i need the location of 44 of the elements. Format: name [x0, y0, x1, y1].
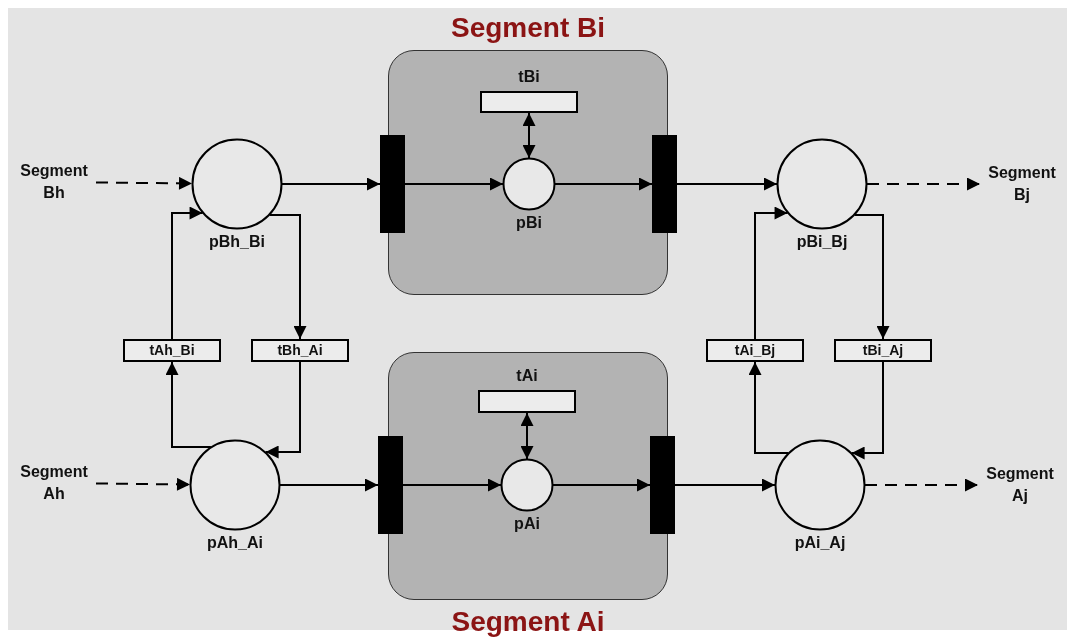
- arrow: [404, 177, 504, 191]
- segment-label: Segment Bj: [980, 162, 1064, 206]
- transition-box: tAi_Bj: [706, 339, 804, 362]
- arrow: [754, 206, 789, 340]
- arrow: [748, 361, 790, 454]
- double-headed-arrow: [522, 112, 536, 159]
- double-headed-arrow: [520, 412, 534, 460]
- place-label: pAi: [513, 514, 541, 534]
- arrow: [676, 177, 778, 191]
- arrow: [864, 478, 979, 492]
- transition-bar: [650, 436, 675, 534]
- place-label: pBi: [515, 213, 543, 233]
- place-label: pBh_Bi: [208, 232, 266, 252]
- transition-label: tBi: [517, 67, 541, 87]
- arrow: [674, 478, 776, 492]
- transition-box: tBh_Ai: [251, 339, 349, 362]
- arrow: [866, 177, 981, 191]
- arrow: [554, 177, 653, 191]
- arrow: [95, 477, 191, 491]
- arrow: [264, 361, 301, 459]
- transition-label: tAi: [515, 366, 539, 386]
- arrow: [165, 361, 212, 448]
- segment-heading: Segment Ai: [450, 606, 606, 637]
- arrow: [171, 206, 204, 340]
- segment-label: Segment Aj: [978, 463, 1062, 507]
- arrow: [281, 177, 381, 191]
- arrow: [850, 361, 884, 460]
- segment-label: Segment Ah: [12, 461, 96, 505]
- transition-bar: [380, 135, 405, 233]
- transition-box: tAh_Bi: [123, 339, 221, 362]
- arrow: [853, 214, 890, 340]
- arrow: [268, 214, 307, 340]
- segment-heading: Segment Bi: [450, 12, 606, 44]
- transition-box: tBi_Aj: [834, 339, 932, 362]
- place-label: pAh_Ai: [206, 533, 264, 553]
- place-label: pBi_Bj: [795, 232, 849, 252]
- arrow: [552, 478, 651, 492]
- arrow: [95, 176, 193, 190]
- transition-bar: [652, 135, 677, 233]
- segment-label: Segment Bh: [12, 160, 96, 204]
- arrow: [279, 478, 379, 492]
- transition-bar: [378, 436, 403, 534]
- arrow: [402, 478, 502, 492]
- place-label: pAi_Aj: [793, 533, 847, 553]
